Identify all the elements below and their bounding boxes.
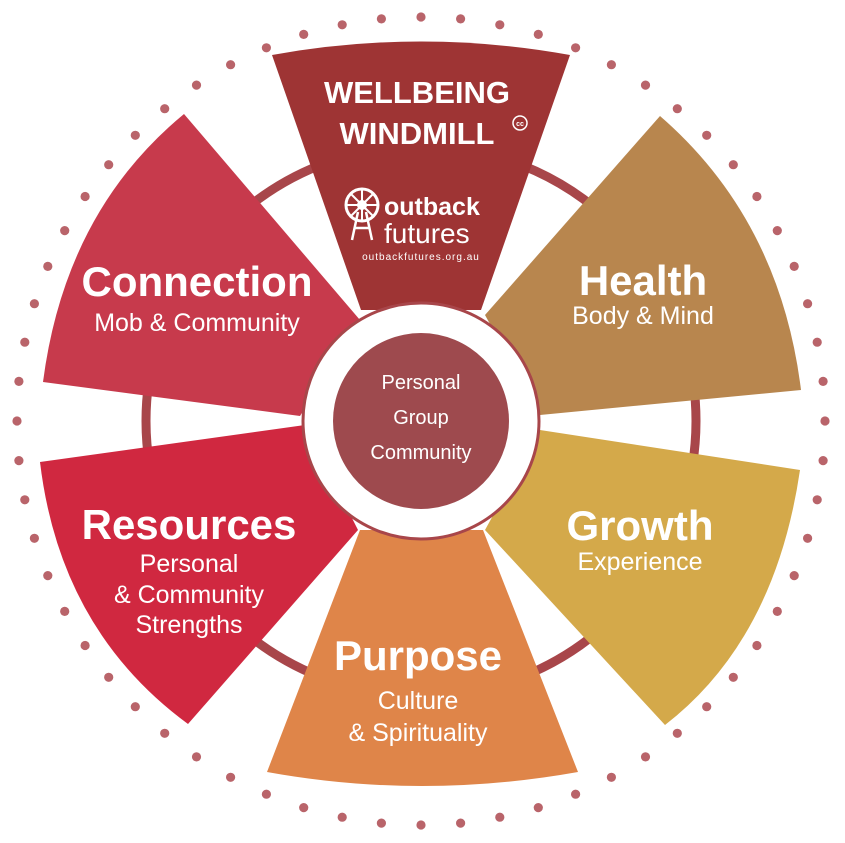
ring-dot [640,80,651,90]
purpose-subtitle-line-1: Culture [378,687,459,715]
ring-dot [495,20,505,30]
ring-dot [702,130,712,140]
ring-dot [60,606,70,617]
logo-name-line-1: outback [384,193,480,221]
hub-ring-border [301,301,541,541]
ring-dot [456,14,466,24]
resources-blade [40,425,358,724]
ring-dot [43,571,53,581]
ring-dot [702,702,712,712]
ring-dot [104,160,114,170]
ring-dot [226,772,236,782]
header-line-1: WELLBEING [324,75,510,110]
ring-dot [160,728,170,738]
ring-dot [191,80,202,90]
growth-blade [485,430,800,725]
cc-mark: cc [516,121,524,128]
windmill-logo-icon [344,187,380,241]
ring-dot [80,191,90,202]
top-blade [272,41,570,310]
logo-name-line-2: futures [384,218,470,249]
ring-dot [226,60,236,70]
ring-dot [812,495,822,505]
cc-icon: cc [512,115,528,131]
ring-dot [533,803,543,813]
ring-dot [14,376,24,386]
ring-dot [20,337,30,347]
hub-label-community: Community [370,442,471,464]
health-blade [485,116,801,415]
ring-dot [495,812,505,822]
ring-dot [416,820,426,830]
ring-dot [456,818,466,828]
ring-dot [376,818,386,828]
growth-subtitle: Experience [577,548,702,576]
resources-subtitle-line-1: Personal [140,550,239,578]
ring-dot [43,261,53,271]
hub-center [333,333,509,509]
ring-dot [772,226,782,236]
ring-dot [818,376,828,386]
ring-dot [571,789,581,799]
ring-dot [571,43,581,53]
ring-dot [728,160,738,170]
ring-dot [130,130,140,140]
header-line-2: WINDMILL [340,116,495,151]
ring-dot [29,533,39,543]
ring-dot [29,299,39,309]
ring-dot [789,571,799,581]
ring-dot [104,672,114,682]
purpose-subtitle-line-2: & Spirituality [349,719,488,747]
ring-dot [337,812,347,822]
ring-dot [261,43,271,53]
ring-dot [818,456,828,466]
purpose-blade [267,530,578,786]
resources-subtitle-line-2: & Community [114,581,265,609]
ring-dot [606,772,617,782]
growth-title: Growth [567,502,714,549]
ring-dot [772,606,782,617]
connection-blade [43,114,360,416]
ring-dot [672,728,682,738]
connection-title: Connection [82,258,313,305]
ring-dot [640,752,651,762]
purpose-title: Purpose [334,632,502,679]
ring-dot [12,416,22,426]
ring-dot [20,495,30,505]
ring-dot [812,337,822,347]
ring-dot [752,191,762,202]
hub-label-group: Group [393,407,449,429]
ring-dot [337,20,347,30]
dotted-outer-ring [12,12,830,830]
ring-dot [820,416,830,426]
health-subtitle: Body & Mind [572,302,714,330]
ring-dot [14,456,24,466]
resources-subtitle-line-3: Strengths [135,611,242,639]
ring-dot [299,803,309,813]
ring-dot [191,752,202,762]
ring-dot [606,60,617,70]
health-title: Health [579,257,707,304]
connection-subtitle: Mob & Community [94,309,300,337]
ring-dot [376,14,386,24]
ring-dot [299,29,309,39]
ring-dot [80,640,90,651]
ring-dot [533,29,543,39]
ring-dot [672,104,682,114]
ring-dot [752,640,762,651]
ring-dot [130,702,140,712]
ring-dot [261,789,271,799]
ring-dot [160,104,170,114]
ring-dot [728,672,738,682]
ring-dot [803,533,813,543]
ring-dot [60,226,70,236]
ring-dot [416,12,426,22]
hub-label-personal: Personal [382,372,461,394]
ring-dot [789,261,799,271]
logo-url: outbackfutures.org.au [362,252,480,263]
ring-dot [803,299,813,309]
resources-title: Resources [82,501,297,548]
